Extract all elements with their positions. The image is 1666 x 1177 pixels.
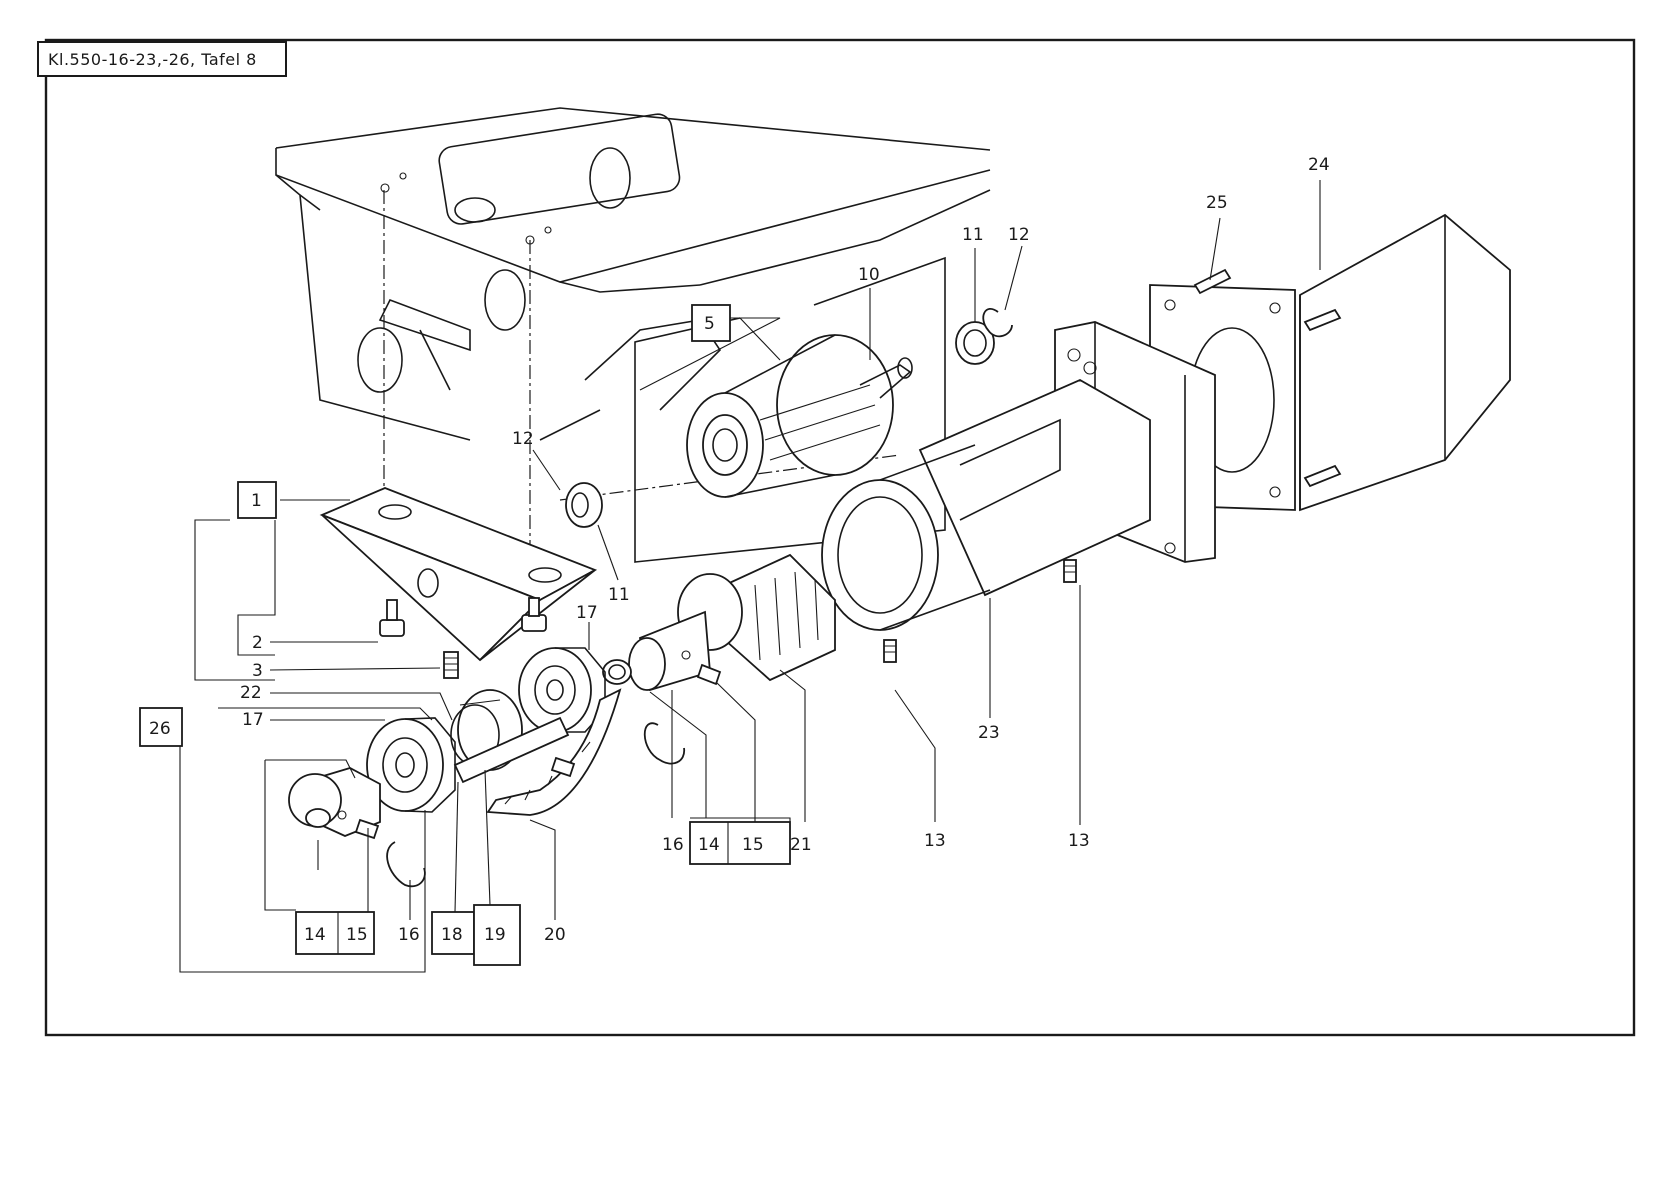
label-part-11-upper: 11 <box>962 225 984 245</box>
set-screw-part-13-right <box>1063 559 1077 583</box>
label-part-25: 25 <box>1206 193 1228 213</box>
bearing-part-17-lower <box>366 717 456 813</box>
label-box-5 <box>691 304 731 342</box>
title-block: Kl.550-16-23,-26, Tafel 8 <box>37 41 287 77</box>
mounting-bracket-part-1 <box>319 487 598 662</box>
label-part-23: 23 <box>978 723 1000 743</box>
set-screw-part-18 <box>550 756 576 778</box>
set-screw-part-13-left <box>883 639 897 663</box>
label-part-10: 10 <box>858 265 880 285</box>
circlip-part-11-upper <box>955 321 995 365</box>
label-part-14-right: 14 <box>698 835 720 855</box>
label-part-12-upper: 12 <box>1008 225 1030 245</box>
circlip-part-16-right <box>643 722 685 765</box>
set-screw-part-15-right <box>696 663 722 686</box>
label-part-16-right: 16 <box>662 835 684 855</box>
set-screw-part-15-left <box>354 818 380 840</box>
label-box-18 <box>431 911 475 955</box>
label-part-15-right: 15 <box>742 835 764 855</box>
circlip-part-16-left <box>386 841 426 888</box>
label-part-20: 20 <box>544 925 566 945</box>
motor-part-24 <box>1149 213 1511 512</box>
sheet-title: Kl.550-16-23,-26, Tafel 8 <box>48 50 257 69</box>
label-part-15-left: 15 <box>346 925 368 945</box>
label-box-26 <box>139 707 183 747</box>
retaining-ring-part-12-upper <box>982 308 1013 338</box>
label-part-17-upper: 17 <box>576 603 598 623</box>
gear-frame-part-5 <box>634 256 946 563</box>
label-part-5: 5 <box>704 314 715 334</box>
label-part-21: 21 <box>790 835 812 855</box>
shaft-part-22 <box>453 716 570 784</box>
double-gear-part-10 <box>686 334 913 498</box>
label-part-13-right: 13 <box>1068 831 1090 851</box>
timing-belt-part-20 <box>486 688 622 816</box>
label-box-14-15-left <box>295 911 375 955</box>
coupling-hub-part-14-right <box>602 610 711 692</box>
label-part-11-lower: 11 <box>608 585 630 605</box>
bolt-part-25 <box>1193 268 1342 488</box>
label-box-1 <box>237 481 277 519</box>
retaining-ring-part-12-lower <box>565 482 603 528</box>
label-box-19 <box>473 904 521 966</box>
label-part-24: 24 <box>1308 155 1330 175</box>
label-box-14-15-right <box>689 821 791 865</box>
label-part-17-lower: 17 <box>242 710 264 730</box>
bearing-part-17-upper <box>518 647 606 733</box>
label-part-12-lower: 12 <box>512 429 534 449</box>
label-part-19: 19 <box>484 925 506 945</box>
label-part-13-left: 13 <box>924 831 946 851</box>
label-part-14-left: 14 <box>304 925 326 945</box>
label-part-1: 1 <box>251 491 262 511</box>
screw-part-2 <box>379 597 547 637</box>
label-part-2: 2 <box>252 633 263 653</box>
label-part-18: 18 <box>441 925 463 945</box>
label-part-26: 26 <box>149 719 171 739</box>
coupling-hub-part-14-left <box>288 767 381 837</box>
leader-lines <box>179 180 1321 973</box>
label-part-16-left: 16 <box>398 925 420 945</box>
sheet-frame <box>44 38 1636 1037</box>
label-part-22: 22 <box>240 683 262 703</box>
coupling-part-21 <box>677 553 836 682</box>
label-part-3: 3 <box>252 661 263 681</box>
set-screw-part-3 <box>443 651 459 679</box>
motor-flange-part-23 <box>821 321 1216 631</box>
